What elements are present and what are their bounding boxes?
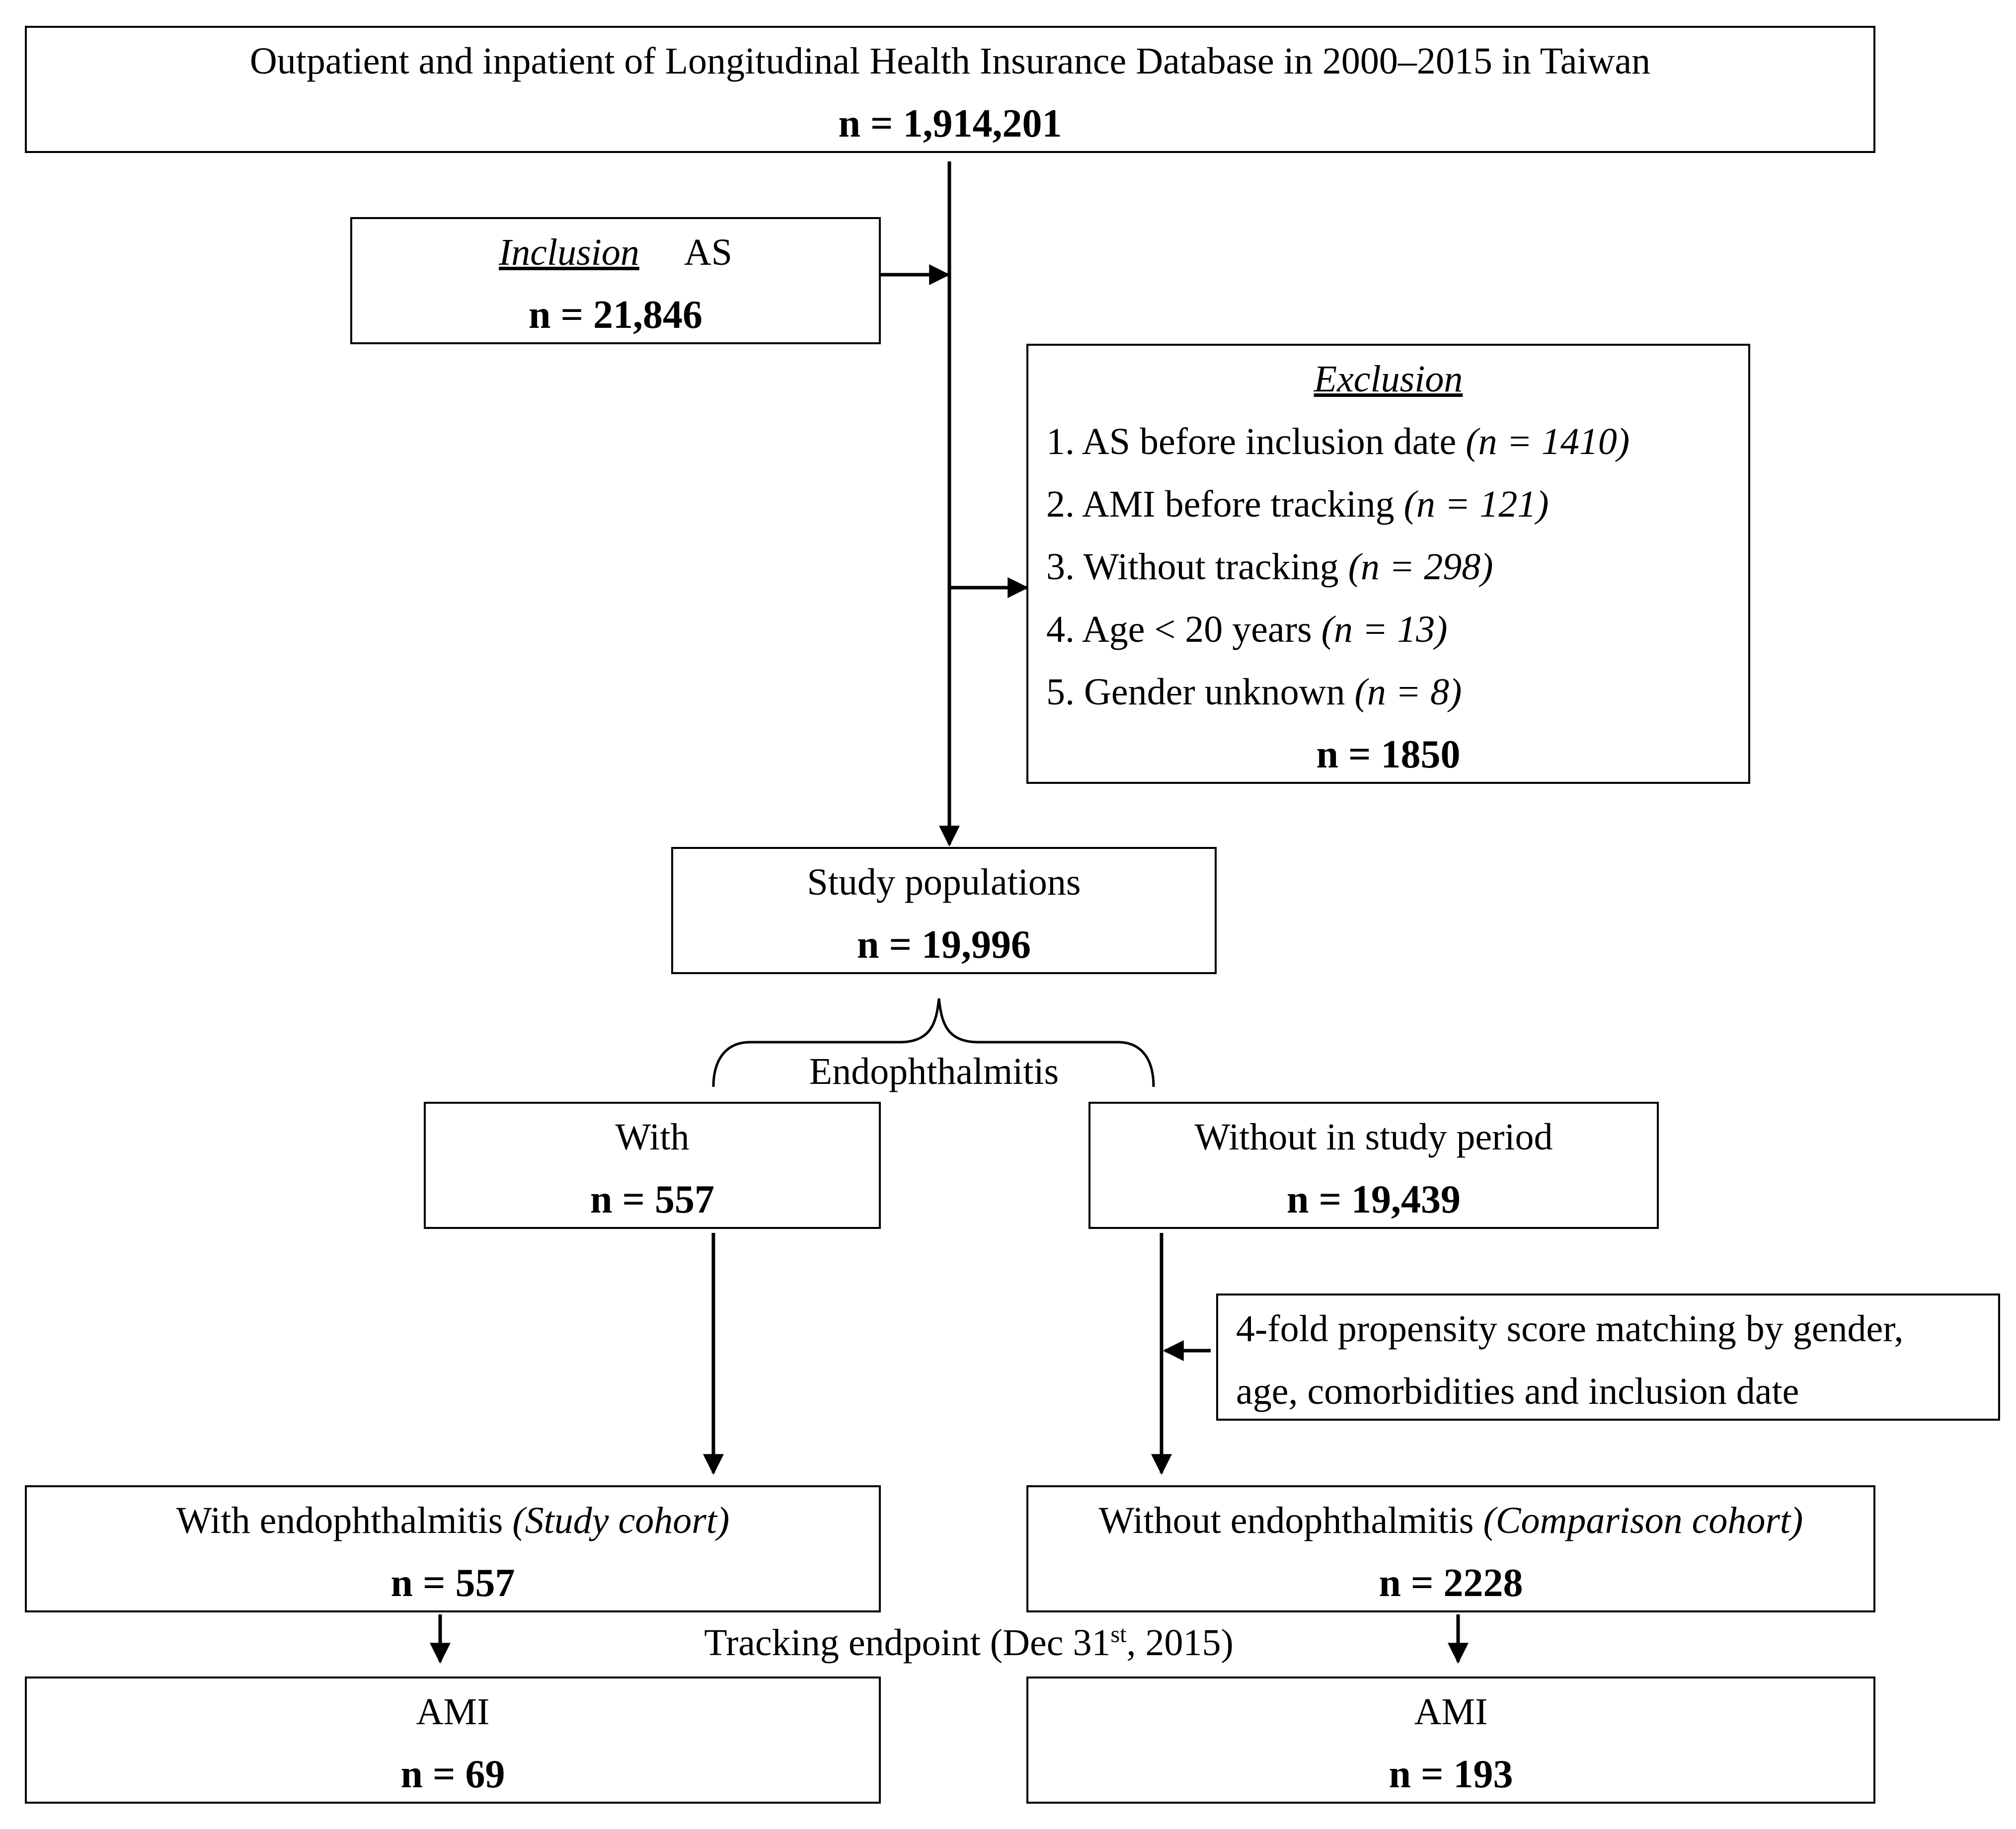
inclusion-count: n = 21,846 xyxy=(528,293,703,337)
tracking-suffix: , 2015) xyxy=(1126,1622,1234,1664)
comparison-cohort-count: n = 2228 xyxy=(1379,1561,1523,1605)
propensity-matching-box: 4-fold propensity score matching by gend… xyxy=(1216,1294,2000,1421)
exclusion-item: 1. AS before inclusion date (n = 1410) xyxy=(1046,419,1629,464)
exclusion-item-count: (n = 1410) xyxy=(1466,421,1630,462)
exclusion-item: 3. Without tracking (n = 298) xyxy=(1046,544,1493,589)
ami-comparison-box: AMI n = 193 xyxy=(1026,1677,1875,1804)
exclusion-item-text: Gender unknown xyxy=(1084,671,1345,713)
exclusion-item: 4. Age < 20 years (n = 13) xyxy=(1046,607,1448,652)
exclusion-item: 2. AMI before tracking (n = 121) xyxy=(1046,482,1549,527)
comparison-cohort-heading: Without endophthalmitis (Comparison coho… xyxy=(1028,1498,1873,1543)
with-title: With xyxy=(615,1116,690,1158)
exclusion-item-number: 4. xyxy=(1046,609,1075,650)
exclusion-item-text: Age < 20 years xyxy=(1082,609,1312,650)
exclusion-item-number: 2. xyxy=(1046,483,1075,525)
ami-comparison-count: n = 193 xyxy=(1389,1753,1513,1796)
matching-line-2: age, comorbidities and inclusion date xyxy=(1236,1371,1799,1412)
study-title: Study populations xyxy=(807,861,1081,903)
source-title: Outpatient and inpatient of Longitudinal… xyxy=(249,40,1651,82)
endophthalmitis-brace xyxy=(712,998,1155,1087)
ami-study-count: n = 69 xyxy=(400,1753,505,1796)
exclusion-item: 5. Gender unknown (n = 8) xyxy=(1046,670,1462,714)
inclusion-criterion: AS xyxy=(684,231,732,273)
matching-line-1: 4-fold propensity score matching by gend… xyxy=(1236,1308,1904,1350)
study-cohort-heading: With endophthalmitis (Study cohort) xyxy=(27,1498,879,1543)
study-cohort-box: With endophthalmitis (Study cohort) n = … xyxy=(25,1485,881,1612)
tracking-superscript: st xyxy=(1110,1621,1127,1648)
ami-study-box: AMI n = 69 xyxy=(25,1677,881,1804)
exclusion-item-number: 1. xyxy=(1046,421,1075,462)
study-cohort-qualifier: (Study cohort) xyxy=(512,1500,730,1541)
comparison-cohort-box: Without endophthalmitis (Comparison coho… xyxy=(1026,1485,1875,1612)
without-title: Without in study period xyxy=(1194,1116,1553,1158)
with-count: n = 557 xyxy=(590,1178,715,1221)
ami-study-title: AMI xyxy=(416,1691,490,1733)
exclusion-count: n = 1850 xyxy=(1316,733,1461,776)
inclusion-label: Inclusion xyxy=(498,231,639,273)
source-count: n = 1,914,201 xyxy=(838,102,1062,146)
exclusion-box: Exclusion 1. AS before inclusion date (n… xyxy=(1026,344,1750,784)
exclusion-label: Exclusion xyxy=(1314,358,1463,400)
comparison-cohort-qualifier: (Comparison cohort) xyxy=(1483,1500,1803,1541)
exclusion-item-number: 3. xyxy=(1046,546,1075,588)
exclusion-item-text: AS before inclusion date xyxy=(1082,421,1457,462)
tracking-endpoint-label: Tracking endpoint (Dec 31st, 2015) xyxy=(591,1620,1346,1665)
exclusion-item-count: (n = 121) xyxy=(1403,483,1549,525)
exclusion-item-text: Without tracking xyxy=(1083,546,1339,588)
with-box: With n = 557 xyxy=(424,1102,881,1229)
inclusion-box: Inclusion AS n = 21,846 xyxy=(350,217,881,344)
ami-comparison-title: AMI xyxy=(1414,1691,1488,1733)
exclusion-item-text: AMI before tracking xyxy=(1082,483,1395,525)
source-database-box: Outpatient and inpatient of Longitudinal… xyxy=(25,26,1875,153)
exclusion-item-count: (n = 298) xyxy=(1348,546,1493,588)
without-count: n = 19,439 xyxy=(1286,1178,1461,1221)
exclusion-item-count: (n = 8) xyxy=(1354,671,1462,713)
study-cohort-title: With endophthalmitis xyxy=(176,1500,503,1541)
study-populations-box: Study populations n = 19,996 xyxy=(671,847,1217,974)
study-cohort-count: n = 557 xyxy=(390,1561,515,1605)
comparison-cohort-title: Without endophthalmitis xyxy=(1098,1500,1474,1541)
tracking-prefix: Tracking endpoint (Dec 31 xyxy=(704,1622,1111,1664)
exclusion-item-number: 5. xyxy=(1046,671,1075,713)
without-box: Without in study period n = 19,439 xyxy=(1088,1102,1659,1229)
exclusion-item-count: (n = 13) xyxy=(1321,609,1448,650)
study-count: n = 19,996 xyxy=(856,923,1031,967)
inclusion-heading: Inclusion AS xyxy=(352,230,879,275)
endophthalmitis-label: Endophthalmitis xyxy=(809,1051,1059,1092)
